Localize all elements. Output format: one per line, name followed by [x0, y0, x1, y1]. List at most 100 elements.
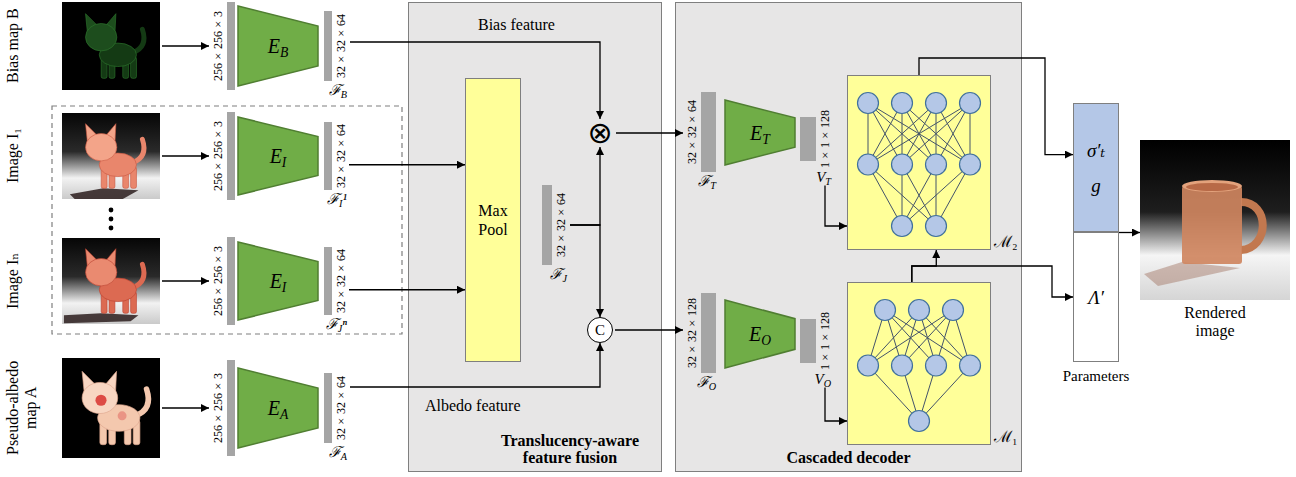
mlp-link [919, 366, 970, 422]
mlp-link [919, 310, 970, 366]
mlp-neuron [926, 355, 947, 376]
tensor-size: 32×32×64 [335, 124, 347, 188]
feature-name: ℱJⁿ [326, 316, 347, 333]
image-label: Image I₁ [4, 113, 22, 199]
image-panel: Image I₁ [4, 113, 160, 199]
feature-bar [227, 112, 235, 200]
connector-arrow [162, 280, 209, 281]
feature-tensor: 32×32×64ℱI¹ [324, 122, 347, 208]
image-label: Pseudo-albedo map A [4, 358, 41, 458]
tensor-row: 256×256×3 [212, 237, 235, 325]
feature-bar [800, 117, 816, 161]
panel-title: Cascaded decoder [787, 449, 911, 467]
tensor-size: 32×32×128 [686, 298, 698, 368]
parameter-box: Λ′ [1073, 232, 1119, 362]
tensor-size: 32×32×64 [335, 14, 347, 78]
mlp-neuron [926, 216, 947, 237]
feature-tensor: 32×32×64ℱT [686, 92, 716, 190]
subscript: T [710, 180, 716, 191]
cat-figure [86, 14, 144, 79]
albedo-spot [118, 411, 127, 420]
feature-tensor: 256×256×3 [212, 112, 235, 200]
tensor-size: 256×256×3 [212, 246, 224, 316]
module-panel: Cascaded decoder32×32×64ℱTET1×1×128VTℳ₂3… [675, 2, 1022, 472]
tensor-row: 32×32×64 [542, 185, 567, 265]
mlp-neuron [960, 93, 981, 114]
box-label: Max Pool [470, 201, 516, 239]
tensor-size: 1×1×128 [819, 110, 831, 168]
label-anchor: Albedo feature [425, 397, 521, 415]
subscript: T [762, 132, 770, 147]
cat-head [82, 382, 118, 413]
mlp-neuron [892, 154, 913, 175]
tensor-size: 32×32×64 [555, 193, 567, 257]
feature-bar [227, 360, 235, 456]
encoder-name: EA [268, 398, 289, 418]
tensor-size: 32×32×64 [686, 100, 698, 164]
mlp-box [847, 282, 991, 445]
concat-operator: C [587, 317, 613, 343]
mlp-neuron [892, 93, 913, 114]
cat-head [86, 133, 117, 160]
encoder-shape [238, 242, 318, 320]
mlp-neuron [960, 355, 981, 376]
feature-tensor: 256×256×3 [212, 2, 235, 90]
connector-arrow [912, 266, 1073, 297]
feature-label: Albedo feature [425, 397, 521, 414]
image-illustration [62, 358, 160, 458]
mlp-neuron [858, 355, 879, 376]
subscript: B [341, 89, 347, 100]
tensor-row: 1×1×128 [800, 312, 831, 370]
feature-bar [227, 2, 235, 90]
feature-bar [227, 237, 235, 325]
mlp-neuron [858, 93, 879, 114]
image-illustration [62, 2, 160, 90]
feature-bar [324, 122, 332, 190]
mlp-neuron [892, 216, 913, 237]
mlp-neuron [909, 411, 930, 432]
feature-bar [324, 247, 332, 315]
feature-bar [701, 293, 716, 373]
encoder-block: EO [725, 300, 795, 368]
group-dashed-box [52, 106, 402, 334]
connector-arrow [350, 343, 600, 387]
tensor-row: 32×32×128 [686, 293, 716, 373]
mlp-neuron [943, 300, 964, 321]
mlp-neuron [875, 300, 896, 321]
subscript: A [341, 451, 347, 462]
image-thumbnail [62, 113, 160, 199]
encoder-block: ET [725, 100, 795, 165]
image-panel: Rendered image [1140, 140, 1290, 341]
encoder-shape [238, 368, 318, 448]
feature-bar [324, 373, 332, 443]
mug-inside [1186, 183, 1238, 191]
encoder-block: EI [238, 242, 318, 320]
mlp-neuron [892, 355, 913, 376]
subscript: I [282, 155, 287, 170]
connector-arrow [919, 58, 1073, 155]
connector-arrow [570, 147, 600, 225]
parameter-name: σ′ₜ [1087, 141, 1105, 160]
feature-tensor: 1×1×128VO [800, 312, 831, 388]
feature-label: Bias feature [478, 16, 555, 33]
image-background [62, 358, 160, 458]
tensor-size: 256×256×3 [212, 11, 224, 81]
connector-arrow [616, 132, 683, 133]
image-illustration [62, 238, 160, 324]
feature-bar [701, 92, 716, 172]
cat-figure [86, 249, 144, 314]
connector-arrow [912, 250, 936, 282]
mlp-name: ℳ₂ [994, 234, 1018, 250]
image-label: Image Iₙ [4, 238, 22, 324]
tensor-row: 1×1×128 [800, 110, 831, 168]
subscript: I [339, 198, 342, 209]
encoder-name: ET [750, 123, 770, 143]
multiply-operator: ⊗ [586, 119, 614, 147]
tensor-row: 32×32×64 [324, 373, 347, 443]
tensor-size: 32×32×64 [335, 249, 347, 313]
mlp-neuron [909, 300, 930, 321]
encoder-name: EI [270, 271, 287, 291]
mug-rim [1182, 180, 1242, 192]
